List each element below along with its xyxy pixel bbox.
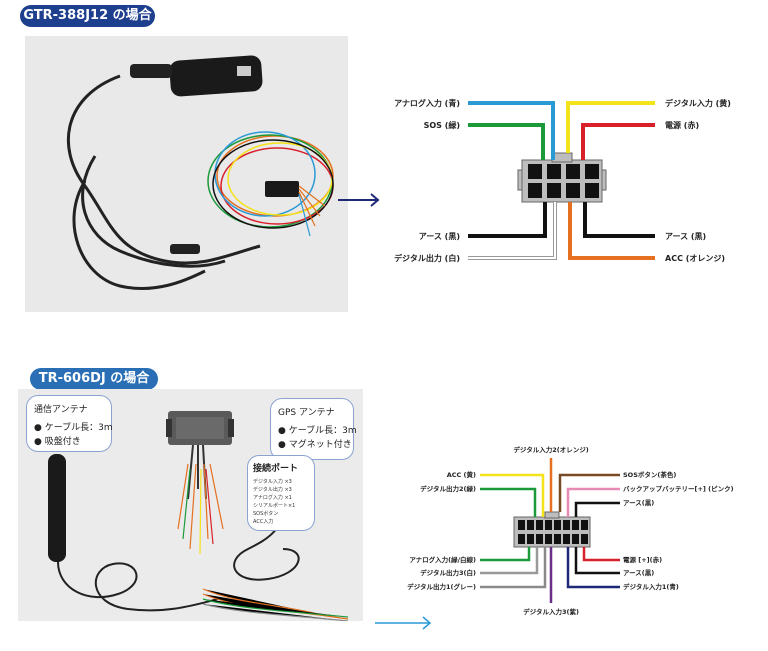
port-item: デジタル出力 ×3	[253, 487, 292, 493]
port-item: アナログ入力 ×1	[253, 495, 292, 501]
wire-red	[581, 123, 655, 160]
port-item: デジタル入力 ×3	[253, 479, 292, 485]
wire-orange	[568, 202, 655, 260]
wire-green	[480, 487, 537, 517]
wire-black-right	[583, 202, 655, 238]
wire-yellow	[480, 473, 545, 517]
label-power2: 電源 [+](赤)	[623, 555, 662, 564]
label-analog-in: アナログ入力 (青)	[394, 98, 460, 108]
model-badge-gtr-388j12: GTR-388J12 の場合	[20, 5, 155, 27]
wires-gtr-388j12	[468, 101, 655, 260]
label-digital-out1: デジタル出力1(グレー)	[407, 582, 476, 591]
label-backup-battery: バックアップバッテリー[+] (ピンク)	[623, 484, 734, 493]
wire-green	[468, 123, 545, 160]
label-digital-in: デジタル入力 (黄)	[665, 98, 731, 108]
wire-gray	[480, 547, 547, 589]
label-digital-out: デジタル出力 (白)	[394, 253, 460, 263]
wire-green-white	[480, 547, 531, 562]
label-digital-in2: デジタル入力2(オレンジ)	[513, 445, 588, 454]
wire-yellow	[566, 101, 655, 153]
label-digital-out2: デジタル出力2(緑)	[420, 484, 476, 493]
label-digital-in1: デジタル入力1(青)	[623, 582, 679, 591]
label-earth-right: アース (黒)	[665, 231, 706, 241]
callout-gps-title: GPS アンテナ	[278, 408, 335, 418]
arrow-2	[375, 616, 432, 630]
callout-comm-line1: ● ケーブル長：3m	[34, 423, 113, 433]
wire-black-bottom	[574, 547, 620, 575]
wire-white	[480, 547, 539, 575]
wire-white	[468, 202, 556, 259]
wire-black-left	[468, 202, 547, 238]
wire-pink	[566, 487, 620, 517]
gtr-388j12-device-illustration	[66, 55, 334, 290]
label-digital-in3: デジタル入力3(紫)	[523, 607, 579, 616]
label-earth-bottom: アース(黒)	[623, 568, 654, 577]
callout-communication-antenna: 通信アンテナ ● ケーブル長：3m ● 吸盤付き	[26, 395, 113, 452]
label-analog-in2: アナログ入力(緑/白線)	[409, 555, 476, 564]
connector-8pin	[517, 152, 607, 203]
label-digital-out3: デジタル出力3(白)	[420, 568, 476, 577]
connector-16pin	[513, 511, 591, 548]
callout-comm-line2: ● 吸盤付き	[34, 437, 81, 447]
label-sos-button: SOSボタン(茶色)	[623, 470, 676, 479]
device-photo-gtr-388j12	[25, 36, 348, 312]
label-acc: ACC (オレンジ)	[665, 254, 725, 263]
callout-connection-port: 接続ポート デジタル入力 ×3 デジタル出力 ×3 アナログ入力 ×1 シリアル…	[247, 455, 315, 531]
label-earth-top: アース(黒)	[623, 498, 654, 507]
wire-blue	[468, 101, 555, 160]
wire-white-outline	[468, 202, 557, 260]
label-acc2: ACC (黄)	[447, 470, 476, 479]
label-power: 電源 (赤)	[665, 120, 699, 130]
port-item: SOSボタン	[253, 511, 279, 517]
arrow-1	[338, 193, 380, 207]
label-sos: SOS (緑)	[424, 120, 460, 130]
wires-tr-606dj	[480, 458, 620, 603]
tr-606dj-device-illustration	[48, 411, 349, 622]
wire-black-top	[574, 501, 620, 517]
wire-red	[582, 547, 620, 562]
model-badge-tr-606dj: TR-606DJ の場合	[30, 368, 158, 390]
label-earth-left: アース (黒)	[419, 231, 460, 241]
port-item: ACC入力	[253, 519, 274, 525]
callout-gps-antenna: GPS アンテナ ● ケーブル長：3m ● マグネット付き	[270, 398, 357, 460]
callout-gps-line1: ● ケーブル長：3m	[278, 426, 357, 436]
wire-brown	[558, 473, 620, 512]
callout-port-title: 接続ポート	[253, 464, 299, 474]
wire-blue	[566, 547, 620, 589]
callout-comm-title: 通信アンテナ	[34, 405, 88, 415]
callout-gps-line2: ● マグネット付き	[278, 440, 352, 450]
port-item: シリアルポート×1	[253, 503, 296, 509]
